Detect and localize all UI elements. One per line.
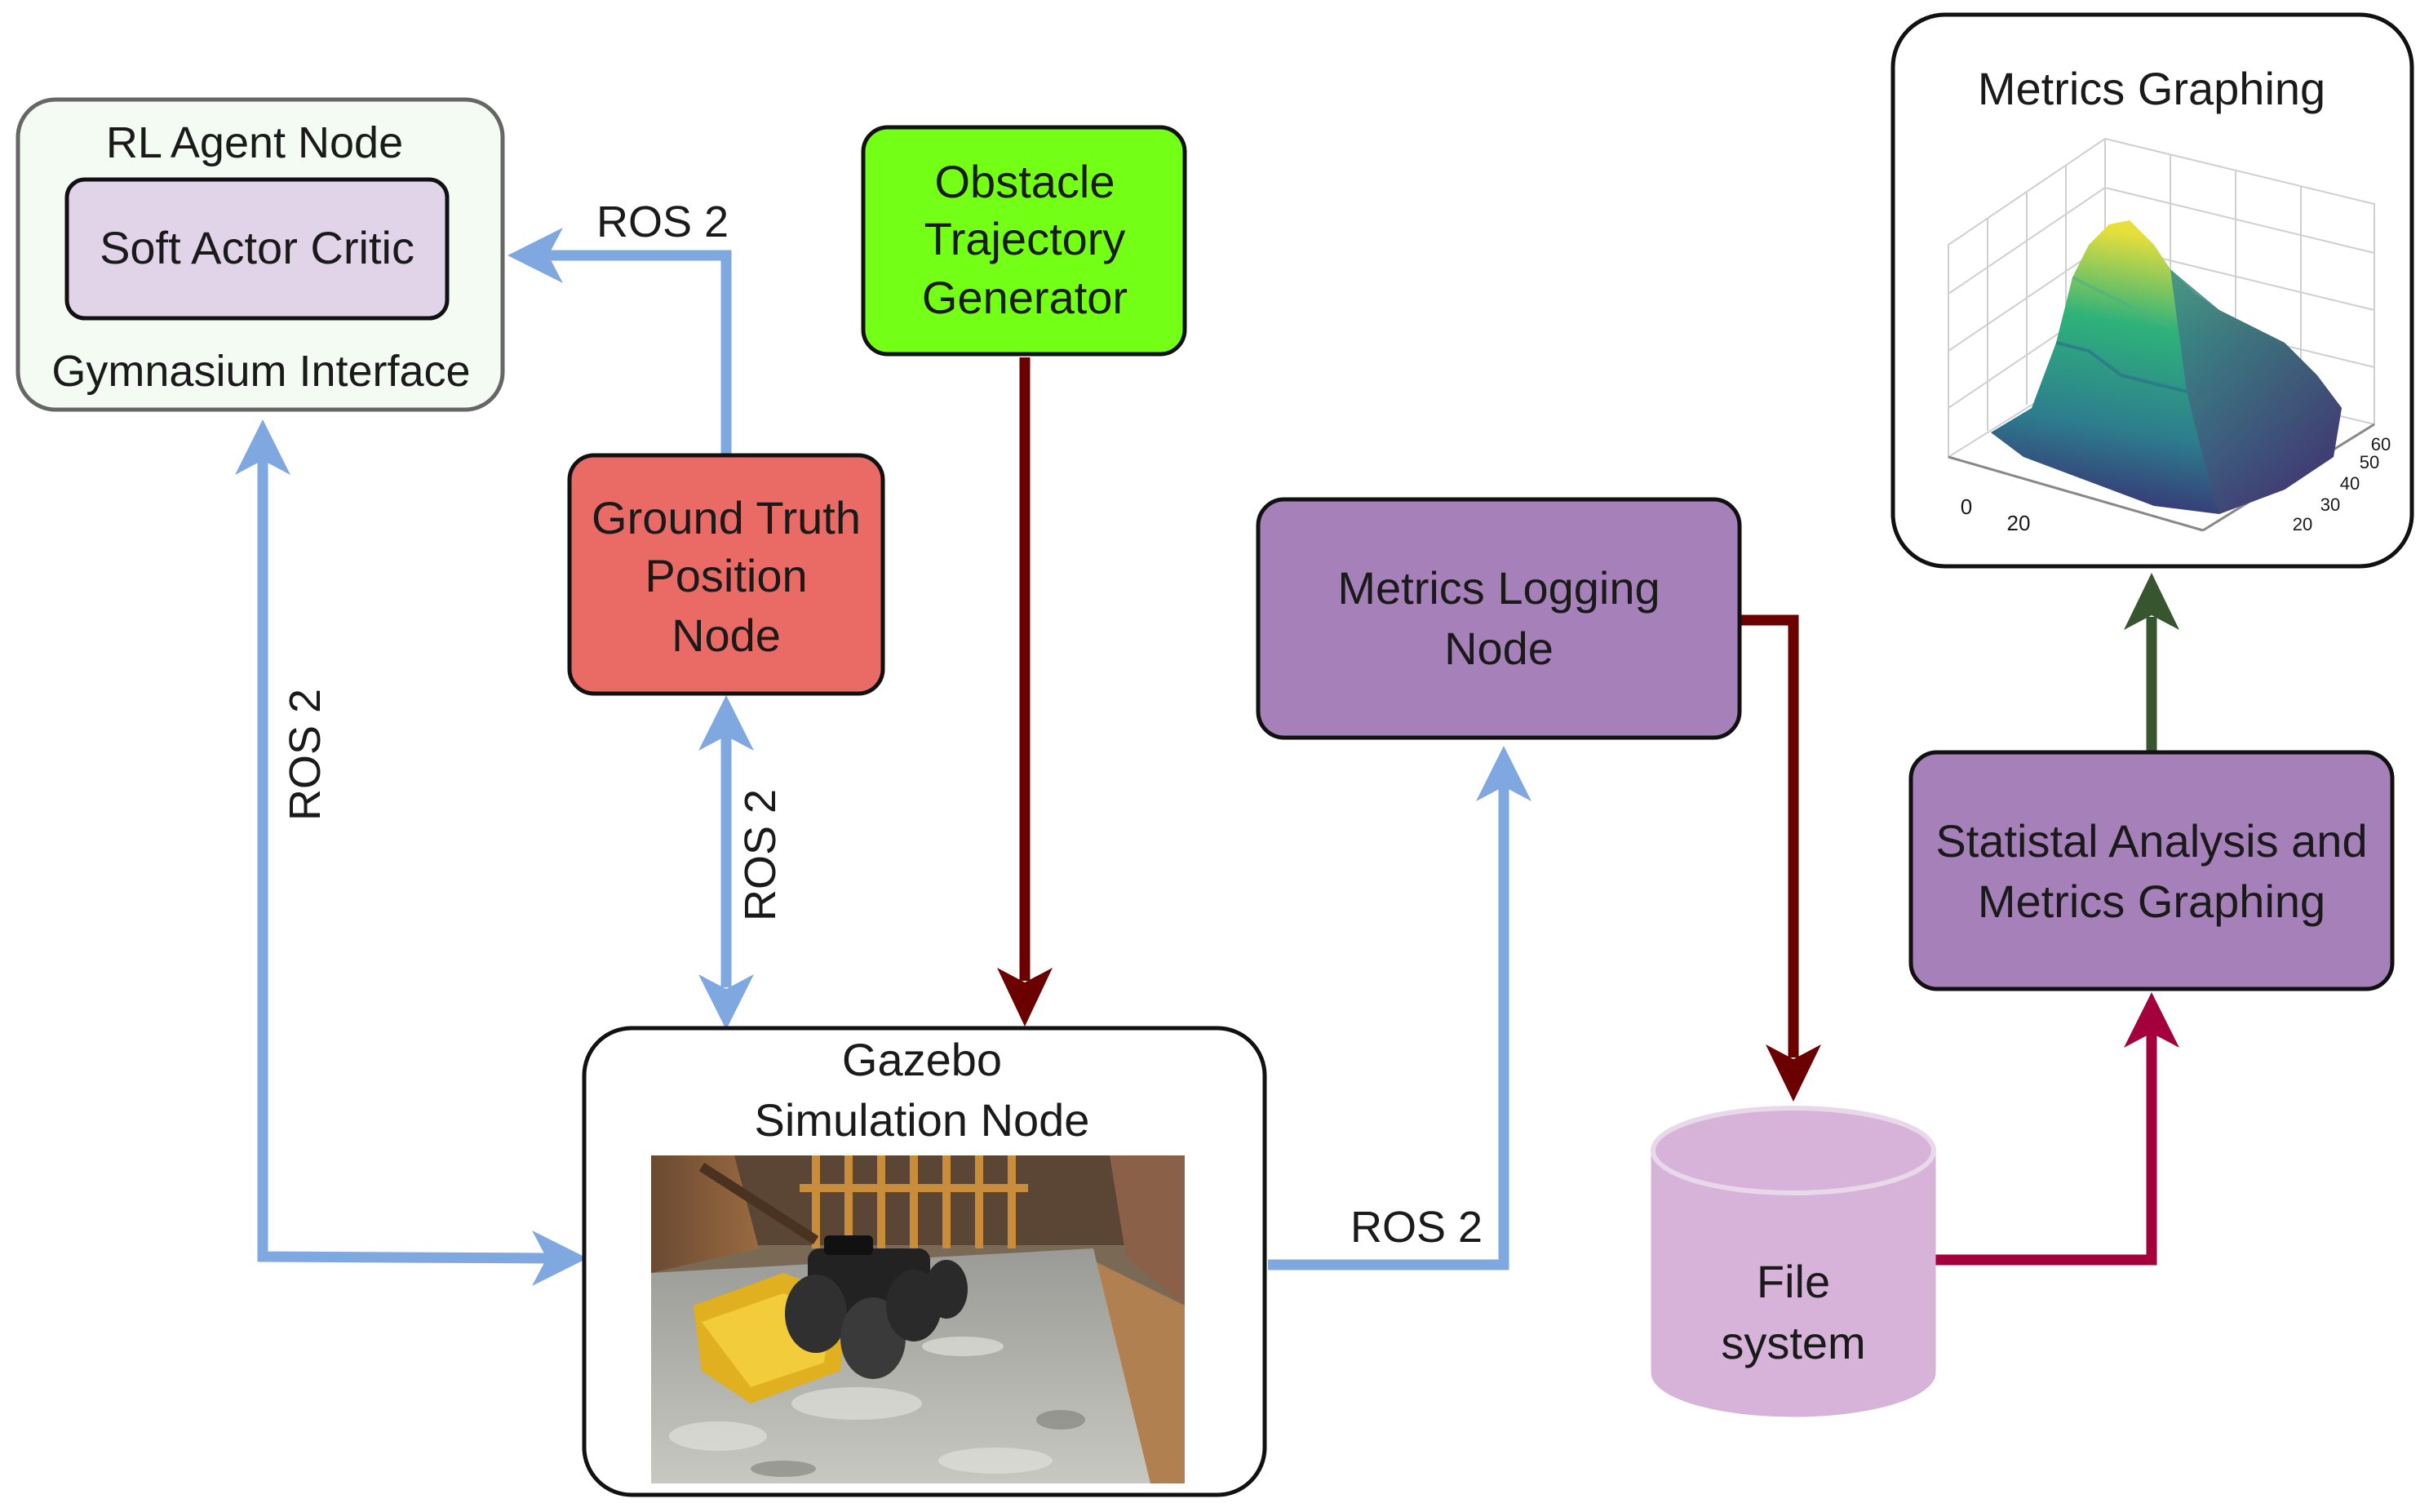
edge-label-groundtruth-rlagent: ROS 2 xyxy=(596,197,729,246)
gazebo-simulation-node: Gazebo Simulation Node xyxy=(582,1026,1267,1497)
edge-filesystem-to-statistical xyxy=(1934,992,2179,1266)
file-system-line-1: File xyxy=(1757,1256,1830,1307)
metrics-logging-node: Metrics Logging Node xyxy=(1256,497,1742,740)
statistical-analysis-node: Statistal Analysis and Metrics Graphing xyxy=(1908,750,2395,991)
metrics-logging-line-2: Node xyxy=(1444,623,1554,674)
edge-statistical-to-graphing xyxy=(2124,573,2179,751)
obstacle-generator-node: Obstacle Trajectory Generator xyxy=(861,125,1187,357)
statistical-line-1: Statistal Analysis and xyxy=(1935,815,2367,867)
edge-label-groundtruth-gazebo: ROS 2 xyxy=(736,789,785,921)
edge-label-rlagent-gazebo: ROS 2 xyxy=(281,689,330,821)
edge-obstacle-to-gazebo xyxy=(997,357,1053,1026)
statistical-line-2: Metrics Graphing xyxy=(1978,876,2325,927)
obstacle-line-3: Generator xyxy=(922,272,1128,323)
gymnasium-interface-label: Gymnasium Interface xyxy=(51,347,470,396)
rl-agent-title: RL Agent Node xyxy=(106,118,403,167)
plot-tick-y2: 40 xyxy=(2340,473,2360,494)
edge-label-gazebo-logging: ROS 2 xyxy=(1350,1203,1483,1252)
rl-agent-node: RL Agent Node Soft Actor Critic Gymnasiu… xyxy=(16,97,505,412)
edge-gazebo-to-logging xyxy=(1268,746,1531,1270)
ground-truth-node: Ground Truth Position Node xyxy=(567,453,885,696)
file-system-line-2: system xyxy=(1721,1317,1865,1368)
metrics-graphing-node: Metrics Graphing xyxy=(1890,12,2414,569)
file-system-node: File system xyxy=(1651,1106,1936,1417)
soft-actor-critic-label: Soft Actor Critic xyxy=(100,222,414,273)
plot-tick-y1: 50 xyxy=(2360,452,2379,472)
plot-tick-x0: 0 xyxy=(1961,494,1972,519)
plot-tick-y0: 60 xyxy=(2371,434,2391,454)
gazebo-line-1: Gazebo xyxy=(842,1034,1002,1085)
soft-actor-critic-box: Soft Actor Critic xyxy=(64,177,450,321)
plot-tick-y3: 30 xyxy=(2320,494,2340,515)
plot-tick-x1: 20 xyxy=(2007,511,2031,535)
ground-truth-line-3: Node xyxy=(672,610,781,661)
plot-tick-y4: 20 xyxy=(2293,514,2312,534)
simulation-render-image xyxy=(651,1155,1185,1483)
ground-truth-line-1: Ground Truth xyxy=(592,492,861,543)
obstacle-line-2: Trajectory xyxy=(924,213,1126,264)
obstacle-line-1: Obstacle xyxy=(935,156,1115,207)
edge-rlagent-gazebo xyxy=(235,419,587,1286)
ground-truth-line-2: Position xyxy=(645,550,807,601)
edge-groundtruth-gazebo xyxy=(698,695,754,1030)
surface-plot-image: 0 20 60 50 40 30 20 xyxy=(1948,137,2391,535)
metrics-logging-line-1: Metrics Logging xyxy=(1337,562,1660,614)
metrics-graphing-title: Metrics Graphing xyxy=(1978,63,2325,114)
gazebo-line-2: Simulation Node xyxy=(755,1094,1090,1146)
edge-groundtruth-to-rlagent xyxy=(508,228,732,455)
edge-logging-to-filesystem xyxy=(1741,614,1821,1102)
